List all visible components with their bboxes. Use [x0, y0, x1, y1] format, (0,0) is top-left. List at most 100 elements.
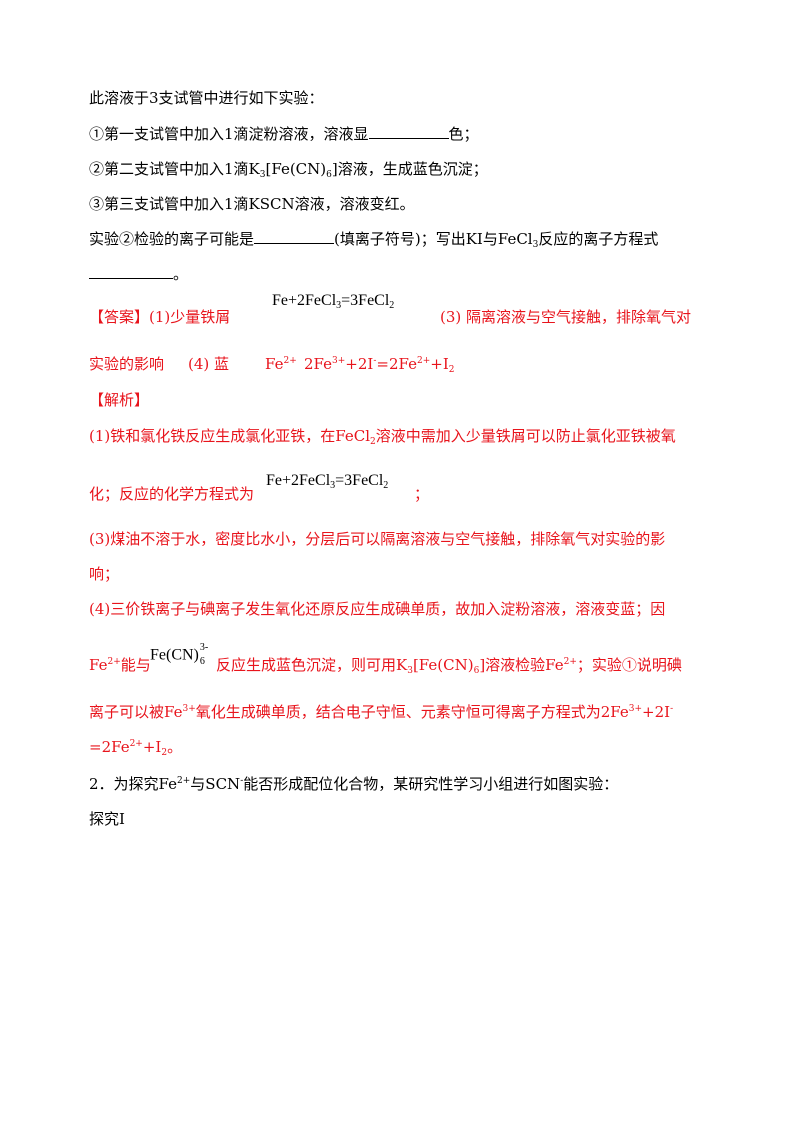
step-2-text: ②第二支试管中加入1滴K	[89, 160, 260, 178]
answer-line-2: 实验的影响 (4) 蓝	[89, 354, 229, 374]
answer-label-line: 【答案】(1)少量铁屑	[89, 307, 230, 327]
step-2: ②第二支试管中加入1滴K3[Fe(CN)6]溶液，生成蓝色沉淀；	[89, 159, 488, 180]
superscript: 2+	[416, 356, 431, 366]
eq-part: =3FeCl	[341, 292, 390, 309]
analysis-p1-end: ；	[414, 484, 429, 504]
superscript: 2+	[129, 739, 143, 749]
eq-part: +I	[430, 355, 449, 373]
analysis-text: ；实验①说明碘	[576, 656, 682, 674]
subscript: 6	[326, 170, 332, 180]
analysis-p4-line2: Fe2+能与	[89, 655, 151, 675]
superscript: 3+	[628, 704, 643, 714]
subscript: 3	[407, 666, 413, 676]
subscript: 3	[336, 300, 342, 311]
eq-part: Fe+2FeCl	[266, 472, 331, 489]
question-2-text: 与SCN	[190, 775, 241, 793]
step-1: ①第一支试管中加入1滴淀粉溶液，溶液显 色；	[89, 124, 479, 144]
superscript: 2+	[563, 657, 577, 667]
analysis-text: (1)铁和氯化铁反应生成氯化亚铁，在FeCl	[89, 427, 370, 445]
analysis-text: 离子可以被Fe	[89, 703, 183, 721]
analysis-p4-line3: 离子可以被Fe3+氧化生成碘单质，结合电子守恒、元素守恒可得离子方程式为2Fe3…	[89, 702, 673, 722]
answer-label: 【答案】(1)少量铁屑	[89, 308, 231, 326]
analysis-text: 溶液中需加入少量铁屑可以防止氯化亚铁被氧	[375, 427, 676, 445]
subscript: 2	[389, 300, 395, 311]
answer-part-4: (4) 蓝	[188, 355, 230, 373]
ion-text: Fe	[265, 355, 284, 373]
question-text-a: 实验②检验的离子可能是	[89, 230, 255, 248]
answer-blank	[89, 264, 173, 279]
complex-ion: Fe(CN)3-6	[150, 642, 211, 667]
analysis-p4-line4: =2Fe2++I2。	[89, 737, 183, 758]
analysis-label: 【解析】	[89, 391, 150, 409]
question-2: 2．为探究Fe2+与SCN-能否形成配位化合物，某研究性学习小组进行如图实验：	[89, 774, 618, 794]
analysis-p4-line2-b: 反应生成蓝色沉淀，则可用K3[Fe(CN)6]溶液检验Fe2+；实验①说明碘	[216, 655, 682, 676]
analysis-text: 响；	[89, 565, 120, 583]
analysis-text: 化；反应的化学方程式为	[89, 485, 255, 503]
superscript: 2+	[107, 657, 121, 667]
analysis-text: +2I	[642, 703, 671, 721]
sub-sup-stack: 3-6	[199, 642, 211, 667]
subscript: 6	[199, 656, 205, 667]
question-2-text: 2．为探究Fe	[89, 775, 178, 793]
analysis-p1-cont: 化；反应的化学方程式为	[89, 484, 254, 504]
answer-ion: Fe2+	[265, 354, 297, 374]
subscript: 3	[330, 480, 336, 491]
explore-heading: 探究Ⅰ	[89, 809, 125, 829]
analysis-text: ]溶液检验Fe	[479, 656, 564, 674]
analysis-p1: (1)铁和氯化铁反应生成氯化亚铁，在FeCl2溶液中需加入少量铁屑可以防止氯化亚…	[89, 426, 676, 447]
question-line-2: 。	[89, 264, 188, 284]
step-2-text-c: ]溶液，生成蓝色沉淀；	[331, 160, 488, 178]
step-2-text-b: [Fe(CN)	[265, 160, 327, 178]
superscript: 2+	[177, 776, 191, 786]
eq-part: =2Fe	[376, 355, 417, 373]
subscript: 2	[448, 365, 455, 375]
superscript: 3+	[182, 704, 196, 714]
answer-blank	[254, 229, 335, 244]
superscript: -	[240, 776, 244, 786]
analysis-text: 氧化生成碘单质，结合电子守恒、元素守恒可得离子方程式为2Fe	[195, 703, 629, 721]
superscript: 2+	[283, 356, 297, 366]
superscript: -	[670, 704, 674, 714]
eq-part: Fe(CN)	[150, 646, 199, 664]
analysis-text: [Fe(CN)	[412, 656, 474, 674]
analysis-p4: (4)三价铁离子与碘离子发生氧化还原反应生成碘单质，故加入淀粉溶液，溶液变蓝；因	[89, 599, 665, 619]
analysis-text: Fe	[89, 656, 108, 674]
superscript: 3+	[332, 356, 346, 366]
answer-part-3: (3) 隔离溶液与空气接触，排除氧气对	[440, 307, 691, 327]
eq-part: +2I	[345, 355, 374, 373]
analysis-p3-cont: 响；	[89, 564, 119, 584]
superscript: -	[373, 356, 377, 366]
analysis-p3: (3)煤油不溶于水，密度比水小，分层后可以隔离溶液与空气接触，排除氧气对实验的影	[89, 529, 665, 549]
answer-ion-equation: 2Fe3++2I-=2Fe2++I2	[304, 354, 455, 375]
analysis-text: =2Fe	[89, 738, 130, 756]
answer-equation: Fe+2FeCl3=3FeCl2	[272, 291, 394, 311]
step-1-end: 色；	[448, 125, 479, 143]
explore-label: 探究Ⅰ	[89, 810, 125, 828]
analysis-text: +I	[142, 738, 162, 756]
subscript: 3	[259, 170, 266, 180]
question-2-text: 能否形成配位化合物，某研究性学习小组进行如图实验：	[243, 775, 619, 793]
step-3-text: ③第三支试管中加入1滴KSCN溶液，溶液变红。	[89, 195, 415, 213]
question-line: 实验②检验的离子可能是 (填离子符号)；写出KI与FeCl3反应的离子方程式	[89, 229, 659, 250]
superscript: 3-	[199, 642, 209, 653]
analysis-text: 。	[167, 738, 183, 756]
step-3: ③第三支试管中加入1滴KSCN溶液，溶液变红。	[89, 194, 415, 214]
subscript: 6	[473, 666, 480, 676]
analysis-text: (3)煤油不溶于水，密度比水小，分层后可以隔离溶液与空气接触，排除氧气对实验的影	[89, 530, 666, 548]
question-text-b: (填离子符号)；写出KI与FeCl	[334, 230, 533, 248]
eq-part: Fe+2FeCl	[272, 292, 337, 309]
step-1-text: ①第一支试管中加入1滴淀粉溶液，溶液显	[89, 125, 369, 143]
subscript: 3	[532, 240, 539, 250]
question-end: 。	[173, 265, 189, 283]
analysis-text: 能与	[120, 656, 151, 674]
answer-part-3-text: (3) 隔离溶液与空气接触，排除氧气对	[440, 308, 692, 326]
analysis-text: ；	[414, 485, 430, 503]
question-text-c: 反应的离子方程式	[538, 230, 659, 248]
eq-part: =3FeCl	[335, 472, 384, 489]
analysis-equation: Fe+2FeCl3=3FeCl2	[266, 471, 388, 491]
eq-part: 2Fe	[304, 355, 333, 373]
analysis-text: (4)三价铁离子与碘离子发生氧化还原反应生成碘单质，故加入淀粉溶液，溶液变蓝；因	[89, 600, 666, 618]
analysis-text: 反应生成蓝色沉淀，则可用K	[216, 656, 408, 674]
answer-part-3-cont: 实验的影响	[89, 355, 165, 373]
